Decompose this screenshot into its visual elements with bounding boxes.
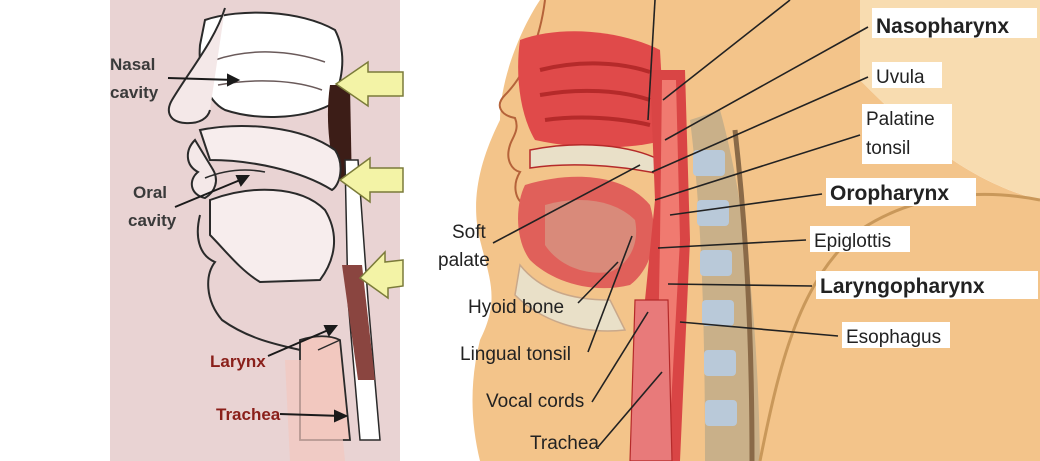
vertebra <box>705 400 737 426</box>
label-hyoid-bone: Hyoid bone <box>468 297 564 318</box>
label-esophagus: Esophagus <box>846 327 941 348</box>
vertebra <box>704 350 736 376</box>
vertebra <box>697 200 729 226</box>
label-uvula: Uvula <box>876 67 925 88</box>
label-larynx: Larynx <box>210 352 266 371</box>
trachea-right <box>630 300 672 461</box>
left-panel: Nasal cavity Oral cavity Larynx Trachea <box>0 0 403 461</box>
label-laryngopharynx: Laryngopharynx <box>820 275 985 298</box>
vertebra <box>693 150 725 176</box>
vertebra <box>700 250 732 276</box>
label-nasopharynx: Nasopharynx <box>876 15 1009 38</box>
label-trachea-right: Trachea <box>530 433 599 454</box>
left-panel-fade <box>0 0 110 461</box>
label-epiglottis: Epiglottis <box>814 231 891 252</box>
label-soft-palate-line2: palate <box>438 250 490 271</box>
label-oral-cavity-line1: Oral <box>133 183 167 202</box>
label-nasal-cavity-line1: Nasal <box>110 55 155 74</box>
vertebra <box>702 300 734 326</box>
label-soft-palate-line1: Soft <box>452 222 487 243</box>
label-trachea-left: Trachea <box>216 405 281 424</box>
label-oral-cavity-line2: cavity <box>128 211 177 230</box>
label-nasal-cavity-line2: cavity <box>110 83 159 102</box>
label-palatine-tonsil-line2: tonsil <box>866 138 910 159</box>
label-lingual-tonsil: Lingual tonsil <box>460 344 571 365</box>
label-palatine-tonsil-line1: Palatine <box>866 109 935 130</box>
right-panel: Nasopharynx Uvula Palatine tonsil Oropha… <box>438 0 1040 461</box>
label-oropharynx: Oropharynx <box>830 182 949 205</box>
label-vocal-cords: Vocal cords <box>486 391 584 412</box>
